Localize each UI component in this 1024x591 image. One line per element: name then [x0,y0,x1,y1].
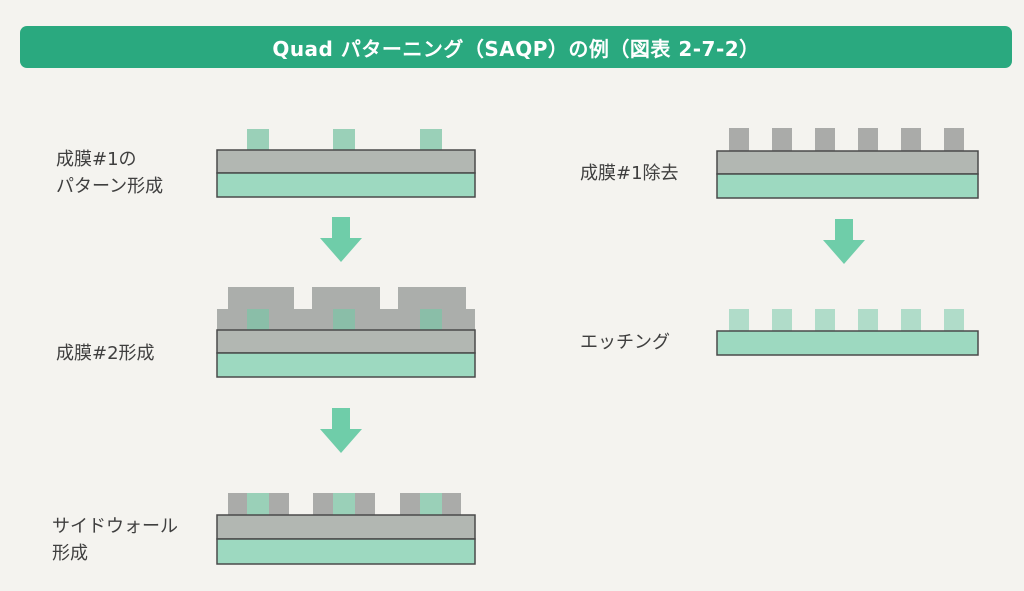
etched-block [772,309,792,331]
spacer-block [901,128,921,151]
stack-film2 [216,287,476,378]
film-layer-green [216,172,476,198]
film-layer-green [716,173,979,199]
pattern-block [333,493,355,515]
etched-block [858,309,878,331]
down-arrow-icon [823,219,865,264]
spacer-block [355,493,375,515]
spacer-block [400,493,420,515]
pattern-block [420,129,442,150]
spacer-block [858,128,878,151]
film-layer-green [716,330,979,356]
down-arrow-icon [320,217,362,262]
title-banner: Quad パターニング（SAQP）の例（図表 2-7-2） [20,26,1012,68]
spacer-block [944,128,964,151]
step-label-film1-remove: 成膜#1除去 [580,163,679,184]
etched-block [815,309,835,331]
step-label-etching: エッチング [580,332,670,353]
pattern-block [420,309,442,330]
step-label-film2: 成膜#2形成 [56,343,155,364]
spacer-block [442,493,461,515]
stack-film1-pattern [216,129,476,198]
pattern-block [247,309,269,330]
etched-block [729,309,749,331]
down-arrow-icon [320,408,362,453]
spacer-block [772,128,792,151]
film-layer-green [216,352,476,378]
film-layer-gray [216,149,476,174]
pattern-block [247,493,269,515]
pattern-block [420,493,442,515]
spacer-block [815,128,835,151]
film-layer-green [216,538,476,565]
etched-block [901,309,921,331]
film-layer-gray [216,514,476,540]
conformal-film2 [217,287,475,330]
spacer-block [313,493,333,515]
stack-etching [716,309,979,356]
spacer-block [269,493,289,515]
spacer-block [228,493,247,515]
step-label-film1-pattern: 成膜#1の パターン形成 [56,149,164,197]
pattern-block [333,129,355,150]
spacer-block [729,128,749,151]
film-layer-gray [216,329,476,354]
stack-film1-remove [716,128,979,199]
pattern-block [333,309,355,330]
film-layer-gray [716,150,979,175]
pattern-block [247,129,269,150]
stack-sidewall [216,493,476,565]
step-label-sidewall: サイドウォール 形成 [52,516,178,564]
etched-block [944,309,964,331]
